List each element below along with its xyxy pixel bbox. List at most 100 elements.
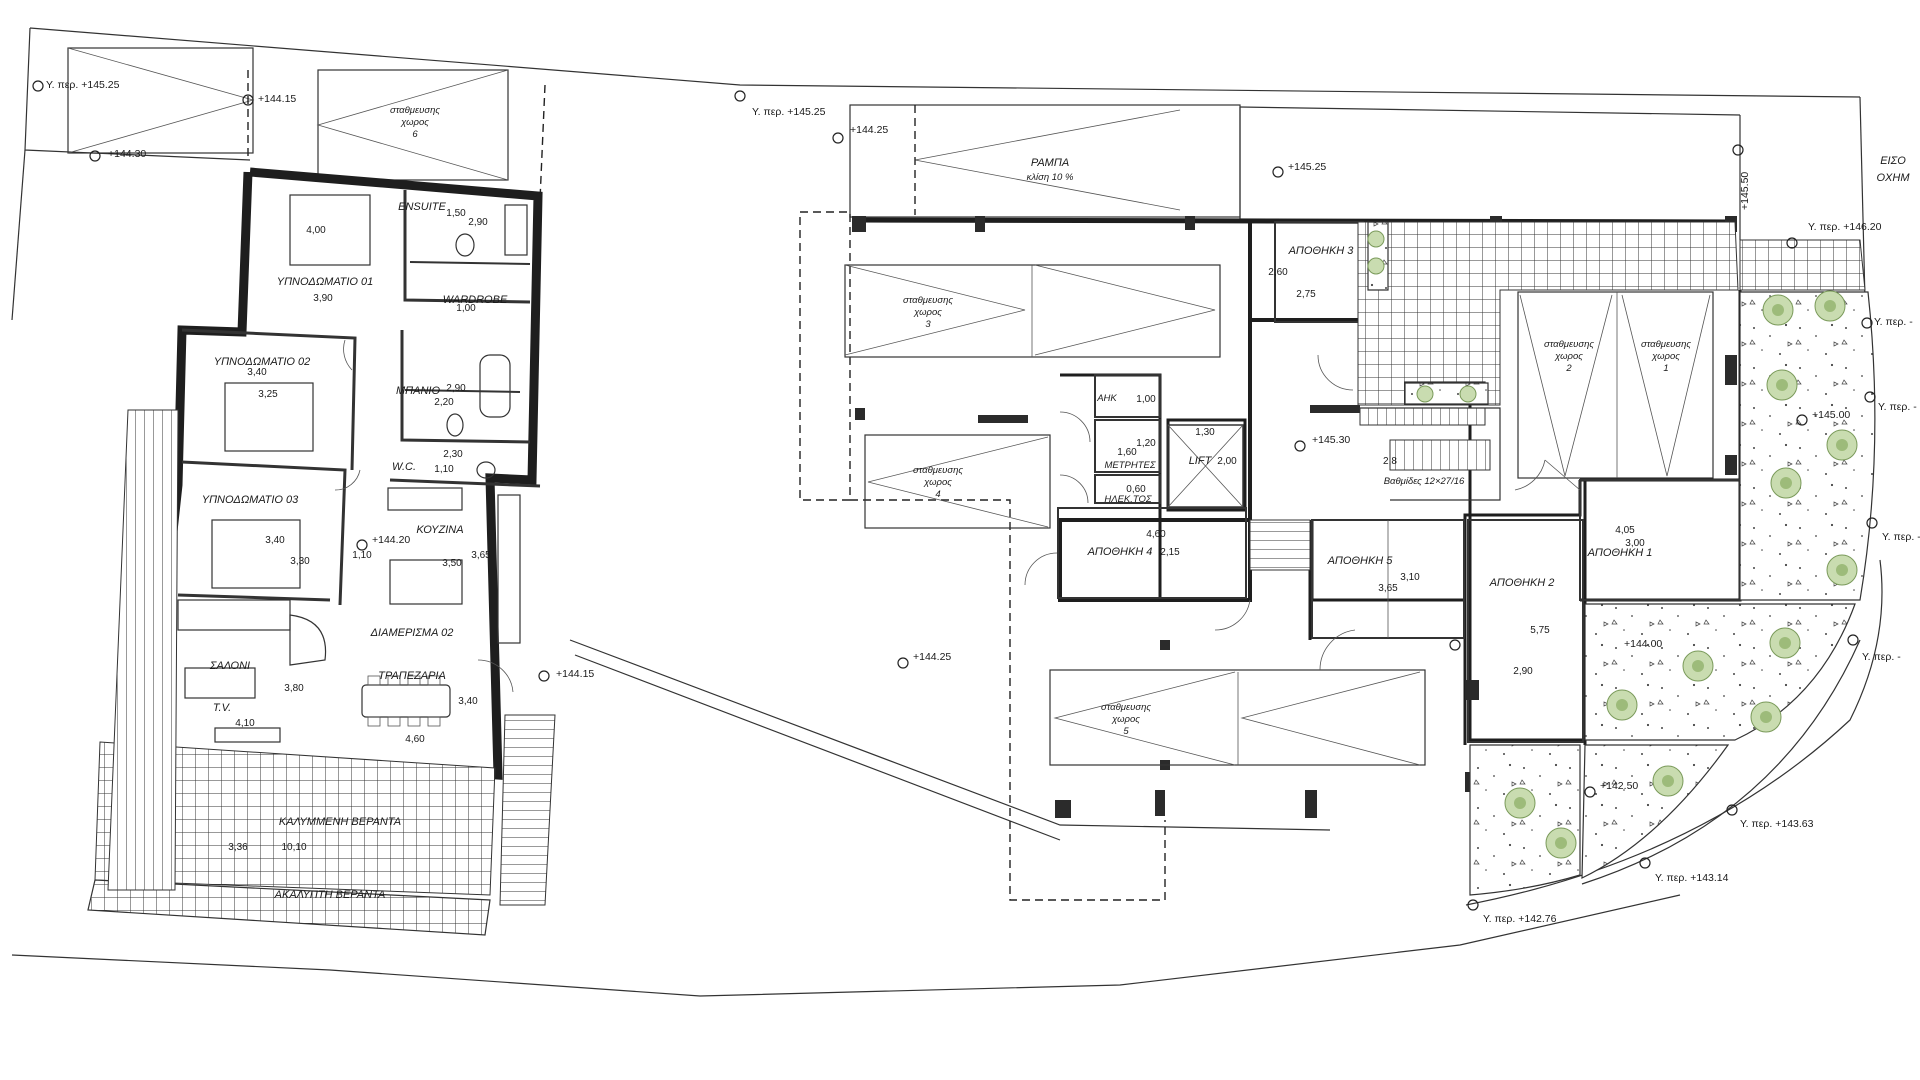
dim: 1,50 [446, 208, 466, 219]
room-electric: ΗΛΕΚ.ΤΟΣ [1104, 494, 1152, 505]
svg-text:Υ. περ. -: Υ. περ. - [1862, 651, 1901, 663]
dim: 3,40 [265, 535, 285, 546]
dim: 3,30 [290, 556, 310, 567]
svg-text:Υ. περ. +142.76: Υ. περ. +142.76 [1483, 913, 1557, 925]
svg-text:+144.25: +144.25 [913, 651, 951, 663]
svg-text:σταθμευσης: σταθμευσης [1641, 339, 1691, 350]
parking-space-1: σταθμευσης χωρος 1 [1641, 339, 1691, 374]
svg-text:χωρος: χωρος [1111, 714, 1140, 725]
dim: 0,60 [1126, 484, 1146, 495]
svg-text:Υ. περ. +145.25: Υ. περ. +145.25 [46, 79, 120, 91]
dim: 2,00 [1217, 456, 1237, 467]
apartment-02-plan [67, 47, 556, 936]
dim: 1,10 [434, 464, 454, 475]
svg-text:+144.15: +144.15 [258, 93, 296, 105]
svg-text:Υ. περ. +143.14: Υ. περ. +143.14 [1655, 872, 1729, 884]
elevation-marker-icon [32, 80, 1878, 911]
room-storage-1: ΑΠΟΘΗΚΗ 1 [1587, 547, 1653, 559]
room-bedroom-02: ΥΠΝΟΔΩΜΑΤΙΟ 02 [214, 356, 311, 368]
svg-text:σταθμευσης: σταθμευσης [1544, 339, 1594, 350]
room-bedroom-01: ΥΠΝΟΔΩΜΑΤΙΟ 01 [277, 276, 374, 288]
dim: 5,75 [1530, 625, 1550, 636]
dim: 1,60 [1117, 447, 1137, 458]
dimension-labels: 4,00 3,90 1,50 2,90 1,00 3,40 3,25 2,90 … [228, 208, 1645, 853]
svg-text:6: 6 [412, 129, 418, 140]
dim: 3,50 [442, 558, 462, 569]
dim: 3,65 [471, 550, 491, 561]
room-bathroom: ΜΠΑΝΙΟ [396, 385, 440, 397]
svg-text:Υ. περ. -: Υ. περ. - [1874, 316, 1913, 328]
parking-space-6: σταθμευσης χωρος 6 [390, 105, 440, 140]
svg-text:+144.30: +144.30 [108, 148, 146, 160]
entrance-label-2: ΟΧΗΜ [1877, 172, 1911, 184]
svg-text:+145.50: +145.50 [1739, 172, 1751, 210]
parking-space-5: σταθμευσης χωρος 5 [1101, 702, 1151, 737]
ramp-label: ΡΑΜΠΑ [1031, 157, 1069, 169]
svg-text:+144.15: +144.15 [556, 668, 594, 680]
dim: 3,25 [258, 389, 278, 400]
dim: 2,60 [1268, 267, 1288, 278]
svg-text:χωρος: χωρος [913, 307, 942, 318]
parking-space-3: σταθμευσης χωρος 3 [903, 295, 953, 330]
dim: 1,30 [1195, 427, 1215, 438]
room-tv: T.V. [213, 702, 231, 714]
dim: 2,20 [434, 397, 454, 408]
svg-text:χωρος: χωρος [1651, 351, 1680, 362]
tree-icon [1367, 230, 1858, 859]
svg-text:4: 4 [935, 489, 940, 500]
ramp-slope-label: κλίση 10 % [1027, 172, 1074, 183]
room-ahk: ΑΗΚ [1096, 393, 1117, 404]
dim: 1,00 [1136, 394, 1156, 405]
dim: 10,10 [281, 842, 306, 853]
room-apartment-02: ΔΙΑΜΕΡΙΣΜΑ 02 [370, 627, 454, 639]
dim: 4,05 [1615, 525, 1635, 536]
dim: 2,90 [1513, 666, 1533, 677]
dim: 3,10 [1400, 572, 1420, 583]
room-wardrobe: WARDROBE [443, 294, 508, 306]
dim: 3,36 [228, 842, 248, 853]
svg-text:2: 2 [1565, 363, 1572, 374]
dim: 2,8 [1383, 456, 1397, 467]
dim: 2,90 [468, 217, 488, 228]
stair-note: Βαθμίδες 12×27/16 [1384, 476, 1465, 487]
room-storage-3: ΑΠΟΘΗΚΗ 3 [1288, 245, 1355, 257]
svg-text:3: 3 [925, 319, 931, 330]
room-open-veranda: ΑΚΑΛΥΠΤΗ ΒΕΡΑΝΤΑ [274, 889, 386, 901]
dim: 3,90 [313, 293, 333, 304]
dim: 4,10 [235, 718, 255, 729]
svg-text:+144.00: +144.00 [1624, 638, 1662, 650]
site-boundary [11, 27, 1883, 997]
dim: 2,90 [446, 383, 466, 394]
svg-text:+145.25: +145.25 [1288, 161, 1326, 173]
room-ensuite: ENSUITE [398, 201, 446, 213]
svg-text:Υ. περ. -: Υ. περ. - [1878, 401, 1917, 413]
svg-text:σταθμευσης: σταθμευσης [390, 105, 440, 116]
svg-text:χωρος: χωρος [923, 477, 952, 488]
room-bedroom-03: ΥΠΝΟΔΩΜΑΤΙΟ 03 [202, 494, 299, 506]
svg-text:+144.20: +144.20 [372, 534, 410, 546]
dim: 3,65 [1378, 583, 1398, 594]
dim: 3,00 [1625, 538, 1645, 549]
room-dining: ΤΡΑΠΕΖΑΡΙΑ [378, 670, 446, 682]
dim: 2,75 [1296, 289, 1316, 300]
svg-text:σταθμευσης: σταθμευσης [1101, 702, 1151, 713]
dim: 3,40 [247, 367, 267, 378]
svg-text:Υ. περ. +145.25: Υ. περ. +145.25 [752, 106, 826, 118]
svg-text:σταθμευσης: σταθμευσης [913, 465, 963, 476]
svg-text:Υ. περ. -: Υ. περ. - [1882, 531, 1920, 543]
svg-text:+145.00: +145.00 [1812, 409, 1850, 421]
room-kitchen: ΚΟΥΖΙΝΑ [416, 524, 463, 536]
room-labels: ENSUITE ΥΠΝΟΔΩΜΑΤΙΟ 01 WARDROBE ΥΠΝΟΔΩΜΑ… [202, 155, 1911, 901]
dim: 4,60 [1146, 529, 1166, 540]
garage-level-plan [32, 80, 1878, 911]
svg-text:+145.30: +145.30 [1312, 434, 1350, 446]
svg-text:σταθμευσης: σταθμευσης [903, 295, 953, 306]
room-wc: W.C. [392, 461, 416, 473]
dim: 1,00 [456, 303, 476, 314]
svg-text:5: 5 [1123, 726, 1129, 737]
entrance-label: ΕΙΣΟ [1880, 155, 1906, 167]
room-storage-4: ΑΠΟΘΗΚΗ 4 [1087, 546, 1153, 558]
dim: 1,20 [1136, 438, 1156, 449]
room-meters: ΜΕΤΡΗΤΕΣ [1104, 460, 1155, 471]
